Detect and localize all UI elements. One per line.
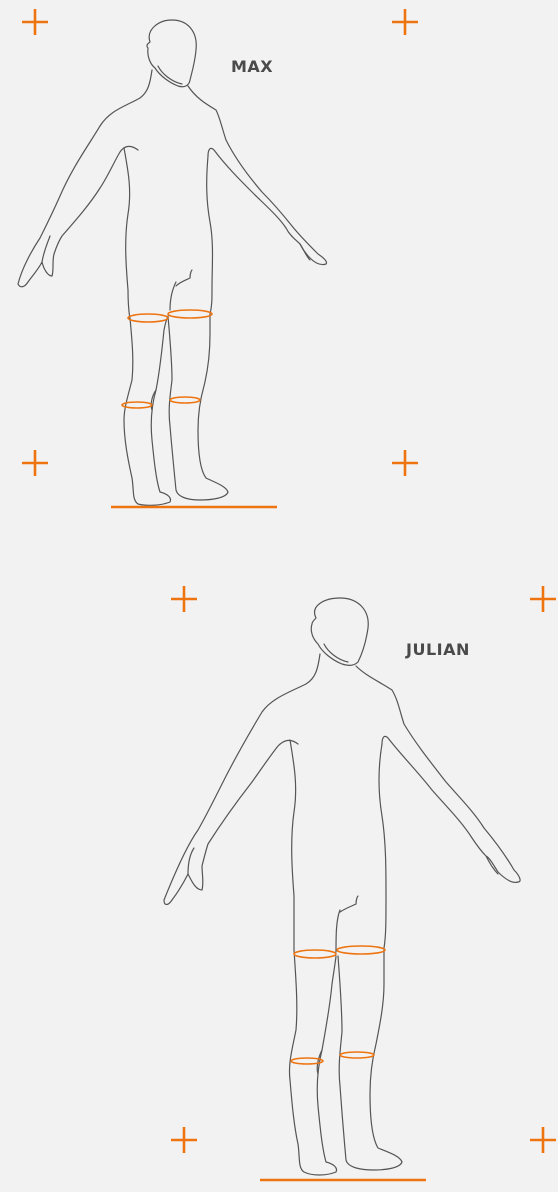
figure-name-max: MAX xyxy=(231,57,273,76)
corner-marker-top-left xyxy=(171,586,197,612)
thigh-band-left xyxy=(294,950,336,958)
body-outline xyxy=(164,598,520,1175)
corner-marker-bottom-left xyxy=(22,450,48,476)
body-outline xyxy=(18,20,327,505)
corner-marker-bottom-right xyxy=(530,1127,556,1153)
corner-marker-bottom-left xyxy=(171,1127,197,1153)
knee-band-right xyxy=(340,1052,374,1058)
corner-marker-top-left xyxy=(22,9,48,35)
knee-band-right xyxy=(170,397,200,403)
corner-marker-bottom-right xyxy=(392,450,418,476)
knee-band-left xyxy=(122,402,152,408)
figure-julian-drawing xyxy=(0,560,558,1192)
thigh-band-right xyxy=(337,946,385,954)
corner-marker-top-right xyxy=(530,586,556,612)
figure-card-max: MAX xyxy=(0,0,558,540)
figure-max-drawing xyxy=(0,0,558,540)
thigh-band-right xyxy=(168,310,212,318)
thigh-band-left xyxy=(128,314,168,322)
figure-name-julian: JULIAN xyxy=(406,640,470,659)
figure-card-julian: JULIAN xyxy=(0,560,558,1192)
corner-marker-top-right xyxy=(392,9,418,35)
